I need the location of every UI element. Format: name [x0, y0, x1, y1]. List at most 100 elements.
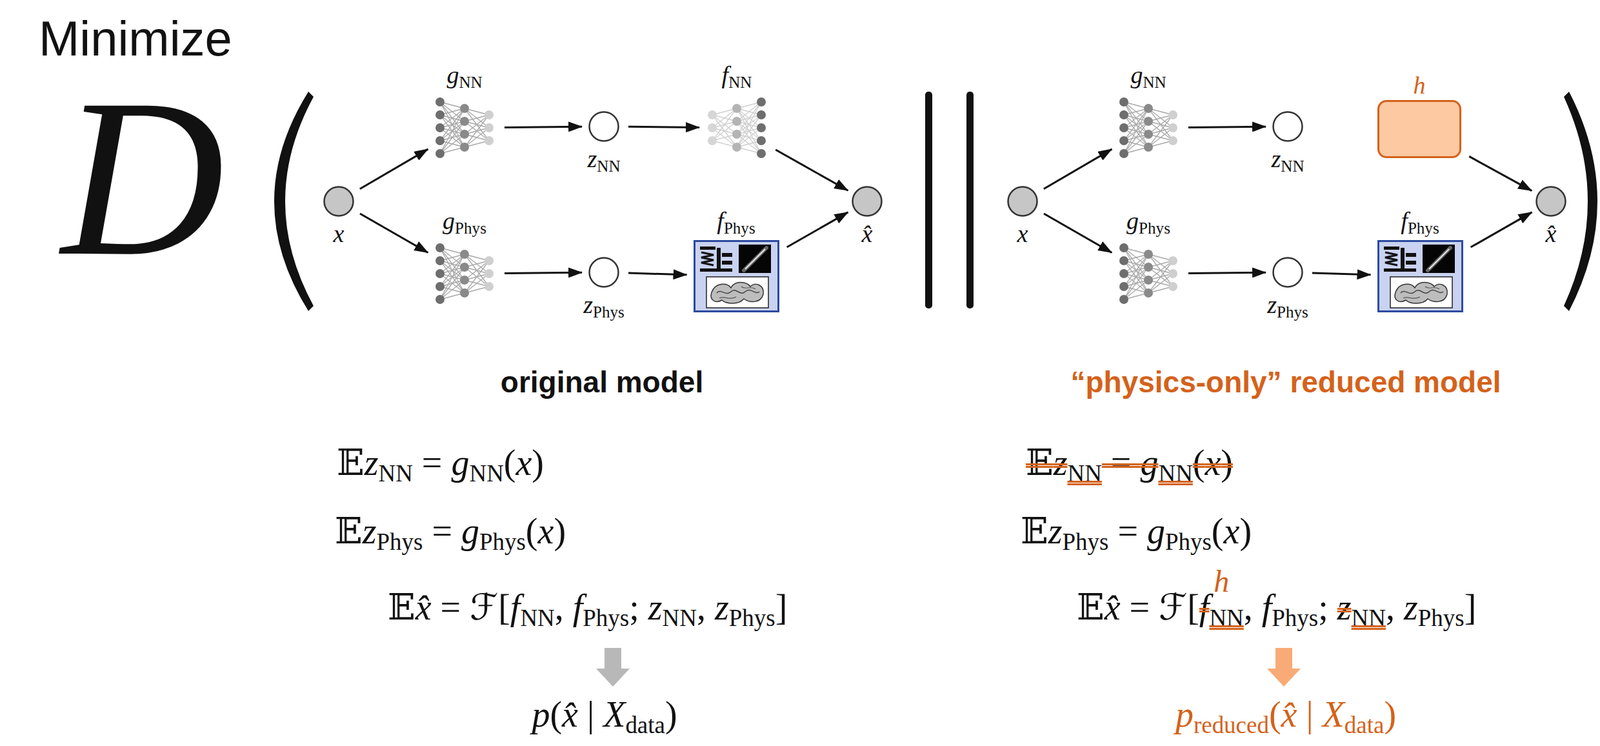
network-link [1148, 273, 1173, 293]
symbol-base: f [716, 207, 724, 235]
divergence-symbol: D [61, 64, 225, 291]
network-unit [1168, 136, 1178, 146]
network-unit [435, 97, 445, 107]
node-label: x̂ [861, 220, 873, 248]
circle-outline [589, 112, 619, 142]
symbol-base: f [1400, 207, 1408, 235]
network-link [464, 127, 490, 148]
network-unit [732, 129, 742, 139]
network-unit [460, 129, 470, 139]
subscript: NN [520, 604, 555, 631]
box-outline [694, 241, 779, 312]
variable-circle: x [323, 185, 355, 217]
subscripted-symbol: gPhys [1126, 207, 1171, 235]
symbol-base: z [1053, 442, 1068, 483]
node-label: zNN [1270, 145, 1304, 176]
network-unit [484, 136, 494, 146]
dark-image [1422, 244, 1455, 273]
left-parenthesis [274, 91, 314, 311]
network-unit [1168, 110, 1178, 120]
subscript: NN [378, 460, 413, 487]
math-letter: h [1213, 563, 1230, 599]
symbol-base: p [1175, 694, 1194, 735]
subscript: NN [1209, 604, 1244, 631]
symbol-base: z [714, 587, 730, 628]
network-unit [484, 256, 494, 266]
symbol-base: z [1403, 587, 1419, 628]
network-unit [1168, 269, 1178, 279]
spring-symbol [701, 252, 714, 266]
network-unit [460, 262, 470, 272]
math-letter: x [538, 510, 555, 551]
math-letter: x̂ [861, 220, 873, 248]
network-link [440, 134, 465, 154]
network-unit [1143, 288, 1153, 298]
box-outline [1378, 241, 1462, 312]
distribution-expression: preduced(x̂ | Xdata) [1175, 692, 1397, 740]
subscripted-symbol: gPhys [461, 510, 526, 551]
mechanism-part [716, 247, 721, 270]
math-letter: x̂ [1545, 220, 1557, 248]
network-unit [435, 149, 445, 159]
connector-arrow [1043, 213, 1112, 253]
variable-circle: zNN [588, 110, 620, 142]
network-link [464, 273, 490, 293]
network-unit [732, 142, 742, 152]
circle-outline [1273, 112, 1303, 142]
neural-network-icon [433, 240, 496, 308]
image-streak [745, 249, 766, 270]
node-circle [1272, 110, 1304, 142]
network-unit [1119, 97, 1129, 107]
mechanism-part [1400, 247, 1405, 270]
subscript: NN [1351, 604, 1386, 631]
subscripted-symbol: fNN [721, 61, 753, 89]
image-streak [1429, 249, 1450, 270]
symbol-base: z [1267, 290, 1277, 319]
subscripted-symbol: zPhys [1048, 510, 1110, 551]
subscript: data [1344, 711, 1385, 739]
connector-arrow [1312, 272, 1371, 275]
node-label: zNN [587, 145, 620, 176]
equation: 𝔼zPhys = gPhys(x) [334, 509, 566, 557]
network-unit [435, 243, 445, 253]
variable-circle: zPhys [588, 256, 620, 288]
divergence-bar [925, 91, 933, 309]
subscripted-symbol: fNN [510, 587, 555, 628]
connector-arrow [628, 272, 688, 275]
subscripted-symbol: gNN [1140, 442, 1193, 483]
neural-network-node: gNN [433, 94, 496, 162]
physics-model-node: fPhys [1377, 240, 1464, 313]
mechanism-part [1405, 252, 1417, 257]
subscript: Phys [1271, 604, 1319, 631]
math-letter: h [1413, 71, 1426, 99]
neural-network-icon [433, 94, 496, 162]
network-unit [756, 123, 766, 133]
symbol-base: z [648, 587, 663, 628]
down-arrow [1267, 647, 1301, 687]
connector-arrow [775, 149, 848, 191]
subscripted-symbol: zPhys [1267, 290, 1309, 319]
network-unit [460, 288, 470, 298]
network-unit [1119, 123, 1129, 133]
network-unit [1143, 142, 1153, 152]
node-label: gPhys [1126, 207, 1171, 238]
symbol-base: g [446, 61, 459, 89]
connector-arrow [360, 213, 428, 253]
symbol-base: f [721, 61, 730, 89]
math-letter: x [515, 442, 532, 483]
network-unit [435, 294, 445, 304]
network-unit [707, 136, 717, 146]
subscripted-symbol: zPhys [1403, 587, 1465, 628]
symbol-base: g [450, 442, 470, 483]
network-unit [460, 249, 470, 259]
divergence-bar [966, 91, 974, 309]
node-label: gNN [446, 61, 482, 92]
subscripted-symbol: zPhys [714, 587, 776, 628]
replacement-symbol: h [1213, 562, 1230, 600]
subscript: Phys [1165, 528, 1212, 555]
subscripted-symbol: zNN [648, 587, 697, 628]
node-label: gPhys [442, 207, 487, 238]
node-label: fPhys [716, 207, 755, 238]
model-caption: “physics-only” reduced model [1070, 364, 1501, 400]
subscripted-symbol: fPhys [572, 587, 630, 628]
